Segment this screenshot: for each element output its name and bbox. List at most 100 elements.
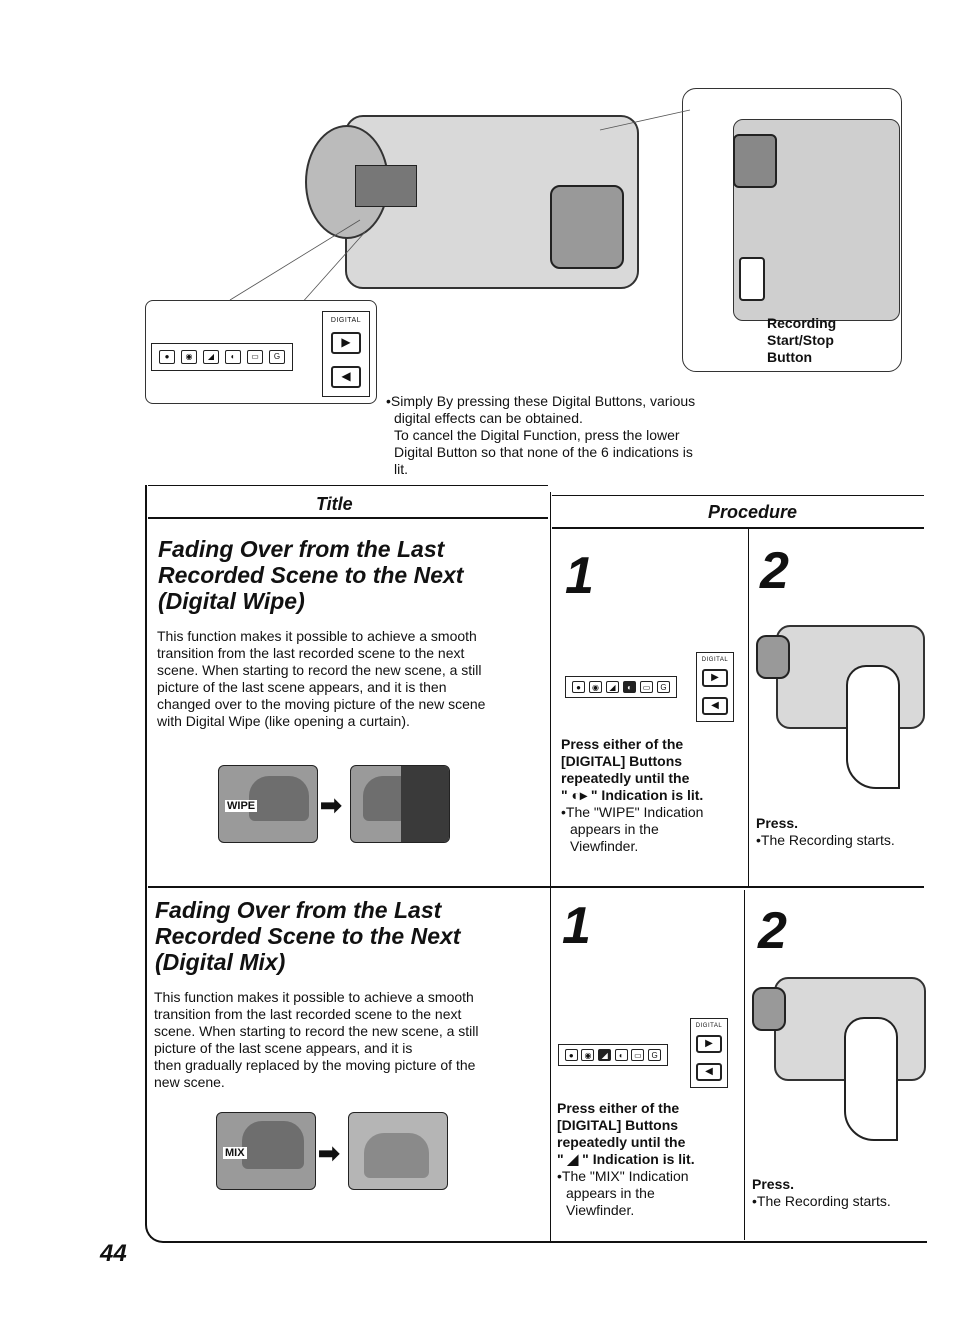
step-note-line: •The Recording starts. — [756, 832, 895, 848]
indicator-icon: G — [269, 350, 285, 364]
triangle-right-icon: ▶ — [705, 1038, 713, 1049]
digital-down-button[interactable]: ◀ — [702, 697, 728, 715]
body-line: picture of the last scene appears, and i… — [157, 679, 447, 695]
triangle-right-icon: ▶ — [341, 335, 351, 349]
right-arrow-icon: ➡ — [318, 1138, 340, 1168]
mix-indicator-icon: ◢ — [598, 1049, 612, 1061]
wipe-indicator-icon: ◐ — [614, 1049, 628, 1061]
recording-button-label: Recording Start/Stop Button — [767, 315, 837, 365]
mix-before-photo: MIX — [216, 1112, 316, 1190]
mix-description: This function makes it possible to achie… — [154, 989, 539, 1091]
wipe-tag: WIPE — [225, 800, 258, 812]
heading-line: Recorded Scene to the Next — [158, 562, 464, 588]
step-line: " ◐▸ " Indication is lit. — [561, 787, 704, 803]
step-line: Press either of the — [561, 736, 684, 752]
indicator-icon: G — [648, 1049, 662, 1061]
right-arrow-icon: ➡ — [320, 790, 342, 820]
digital-label: DIGITAL — [701, 657, 729, 663]
triangle-left-icon: ◀ — [705, 1066, 713, 1077]
wipe-description: This function makes it possible to achie… — [157, 628, 542, 730]
digital-up-button[interactable]: ▶ — [331, 332, 361, 354]
heading-line: Fading Over from the Last — [158, 536, 445, 562]
note-line: Digital Button so that none of the 6 ind… — [394, 444, 693, 460]
triangle-left-icon: ◀ — [341, 369, 351, 383]
step-note-line: Viewfinder. — [566, 1202, 635, 1218]
indicator-icon: ● — [159, 350, 175, 364]
indicator-icon: ● — [564, 1049, 578, 1061]
triangle-right-icon: ▶ — [711, 672, 719, 683]
body-line: transition from the last recorded scene … — [154, 1006, 462, 1022]
wipe-step-2-text: Press. •The Recording starts. — [756, 815, 924, 849]
digital-buttons-panel: DIGITAL ▶ ◀ — [322, 311, 370, 397]
digital-label: DIGITAL — [330, 317, 362, 324]
mix-step-1-text: Press either of the [DIGITAL] Buttons re… — [557, 1100, 742, 1219]
indicator-icon: ◉ — [181, 350, 197, 364]
indicator-icon: ◉ — [589, 681, 602, 693]
camcorder-illustration — [295, 85, 655, 310]
mix-tag: MIX — [223, 1147, 247, 1159]
digital-up-button[interactable]: ▶ — [696, 1035, 722, 1053]
mix-indicator-icon: ◢ — [203, 350, 219, 364]
heading-line: Fading Over from the Last — [155, 897, 442, 923]
mix-heading: Fading Over from the Last Recorded Scene… — [155, 897, 535, 975]
step-note-line: •The Recording starts. — [752, 1193, 891, 1209]
body-line: changed over to the moving picture of th… — [157, 696, 486, 712]
indicator-strip: ● ◉ ◢ ◐ ▭ G — [565, 676, 677, 698]
digital-panel-callout: ● ◉ ◢ ◐ ▭ G DIGITAL ▶ ◀ — [145, 300, 377, 404]
indicator-icon: ▭ — [247, 350, 263, 364]
indicator-icon: ◉ — [581, 1049, 595, 1061]
step-line: repeatedly until the — [557, 1134, 686, 1150]
body-line: scene. When starting to record the new s… — [157, 662, 482, 678]
digital-label: DIGITAL — [695, 1023, 723, 1029]
step-line: repeatedly until the — [561, 770, 690, 786]
body-line: scene. When starting to record the new s… — [154, 1023, 479, 1039]
step-note-line: •The "MIX" Indication — [557, 1168, 689, 1184]
step-line: Press either of the — [557, 1100, 680, 1116]
leader-lines — [229, 109, 691, 306]
mix-step-2-number: 2 — [758, 902, 787, 960]
indicator-strip: ● ◉ ◢ ◐ ▭ G — [151, 343, 293, 371]
mix-after-photo — [348, 1112, 448, 1190]
wipe-before-photo: WIPE — [218, 765, 318, 843]
digital-up-button[interactable]: ▶ — [702, 669, 728, 687]
hand-on-camcorder-illustration — [756, 605, 925, 790]
body-line: This function makes it possible to achie… — [154, 989, 474, 1005]
indicator-icon: ● — [572, 681, 585, 693]
hand-on-camcorder-illustration — [752, 962, 926, 1142]
step-line: Press. — [756, 815, 799, 831]
title-column-header: Title — [316, 494, 353, 514]
heading-line: (Digital Wipe) — [158, 588, 305, 614]
mix-indicator-icon: ◢ — [606, 681, 619, 693]
indicator-strip: ● ◉ ◢ ◐ ▭ G — [558, 1044, 668, 1066]
body-line: with Digital Wipe (like opening a curtai… — [157, 713, 410, 729]
indicator-icon: ▭ — [640, 681, 653, 693]
mix-step-2-text: Press. •The Recording starts. — [752, 1176, 922, 1210]
indicator-icon: ▭ — [631, 1049, 645, 1061]
step-note-line: •The "WIPE" Indication — [561, 804, 704, 820]
wipe-indicator-icon: ◐ — [225, 350, 241, 364]
digital-down-button[interactable]: ◀ — [696, 1063, 722, 1081]
mix-step-1-number: 1 — [562, 897, 591, 955]
step-line: Press. — [752, 1176, 795, 1192]
heading-line: Recorded Scene to the Next — [155, 923, 461, 949]
wipe-step-1-number: 1 — [565, 547, 594, 605]
step-note-line: appears in the — [566, 1185, 655, 1201]
digital-buttons-panel: DIGITAL ▶ ◀ — [690, 1018, 728, 1088]
body-line: new scene. — [154, 1074, 225, 1090]
body-line: picture of the last scene appears, and i… — [154, 1040, 413, 1056]
note-line: lit. — [394, 461, 408, 477]
recording-start-stop-button-icon — [739, 257, 765, 301]
digital-down-button[interactable]: ◀ — [331, 366, 361, 388]
note-line: •Simply By pressing these Digital Button… — [386, 393, 696, 409]
heading-line: (Digital Mix) — [155, 949, 286, 975]
table-frame — [145, 485, 927, 1243]
wipe-after-photo — [350, 765, 450, 843]
step-note-line: appears in the — [570, 821, 659, 837]
step-line: [DIGITAL] Buttons — [561, 753, 683, 769]
procedure-column-header: Procedure — [708, 502, 798, 522]
body-line: This function makes it possible to achie… — [157, 628, 477, 644]
step-note-line: Viewfinder. — [570, 838, 639, 854]
wipe-heading: Fading Over from the Last Recorded Scene… — [158, 536, 538, 614]
step-line: " ◢ " Indication is lit. — [557, 1151, 695, 1167]
body-line: transition from the last recorded scene … — [157, 645, 465, 661]
